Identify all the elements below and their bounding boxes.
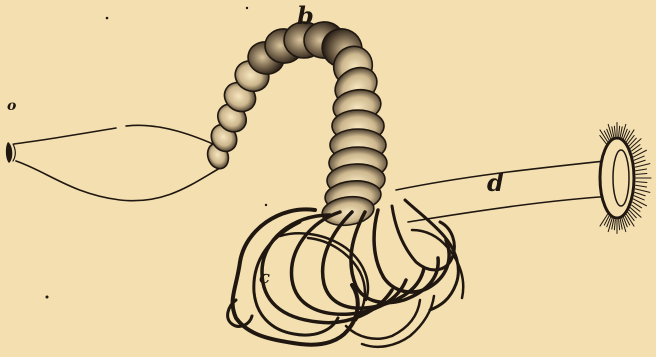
fringe-hair [619,126,620,136]
fringe-hair [620,219,622,229]
fringe-hair [636,185,647,187]
label-c: c [259,267,270,288]
fringe-hair [636,173,647,174]
fringe-hair [629,138,636,146]
fringe-hair [612,219,614,229]
right-duct [396,160,614,222]
label-o: o [7,98,16,114]
fringe-hair [614,126,615,136]
segmented-arch [204,20,387,228]
fringe-hair [612,127,614,137]
fringe-hair [634,196,644,200]
fringe-hair [628,135,634,143]
label-b: b [297,1,314,30]
fringe-hair [635,189,649,192]
fringe-hair [634,156,644,160]
fringe-hair [620,127,622,137]
fringe-hair [629,210,636,218]
fringe-hair [635,160,645,163]
fringe-hair [628,212,634,220]
fringe-hair [636,169,647,171]
fringe-hair [614,220,615,230]
fringe-hair [635,164,649,167]
fringed-ring [600,123,651,234]
label-d: d [487,168,504,197]
fringe-hair [636,182,647,183]
fringe-hair [600,135,606,143]
ink-specks [46,7,268,299]
left-duct [6,125,222,200]
fringe-hair [619,220,620,230]
fringe-hair [635,192,645,195]
